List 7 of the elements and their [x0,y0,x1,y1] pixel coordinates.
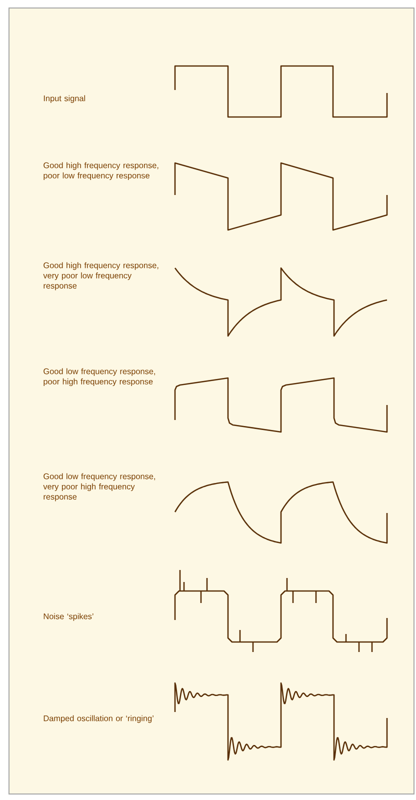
signal-label: Good low frequency response, poor high frequency response [44,368,156,386]
signal-label: Damped oscillation or ‘ringing’ [44,715,154,723]
signal-label: Noise ‘spikes’ [44,613,94,621]
signal-label: Good low frequency response, very poor high frequency response [43,473,156,502]
signal-label: Good high frequency response, very poor low frequency response [43,262,158,290]
signal-label: Good high frequency response, poor low frequency response [44,162,158,180]
signal-label: Input signal [44,95,86,103]
